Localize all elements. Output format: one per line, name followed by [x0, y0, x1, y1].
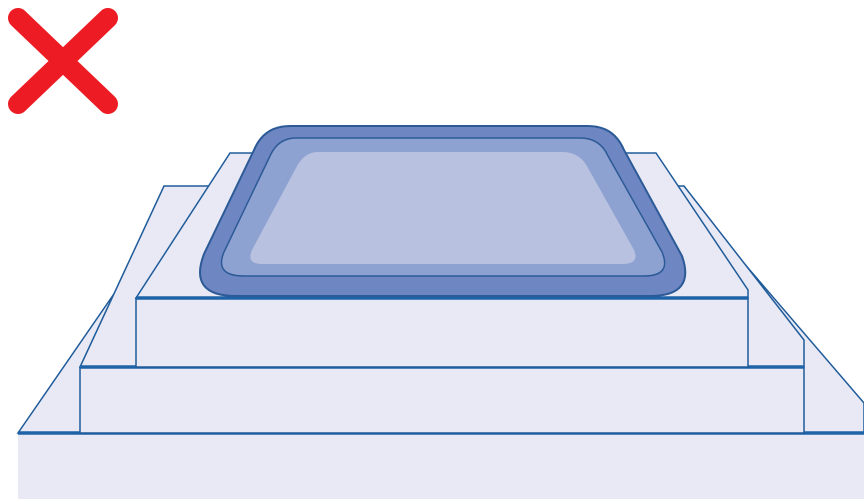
base-tier-top-front-face: [135, 297, 749, 368]
cross-stroke-2: [8, 8, 118, 114]
base-tier-bottom-front-face: [18, 433, 864, 499]
red-cross-icon: [8, 8, 118, 114]
seal-inner-surface: [250, 152, 636, 264]
base-tier-middle-front-face: [79, 366, 805, 434]
seal-gasket: [199, 125, 687, 297]
